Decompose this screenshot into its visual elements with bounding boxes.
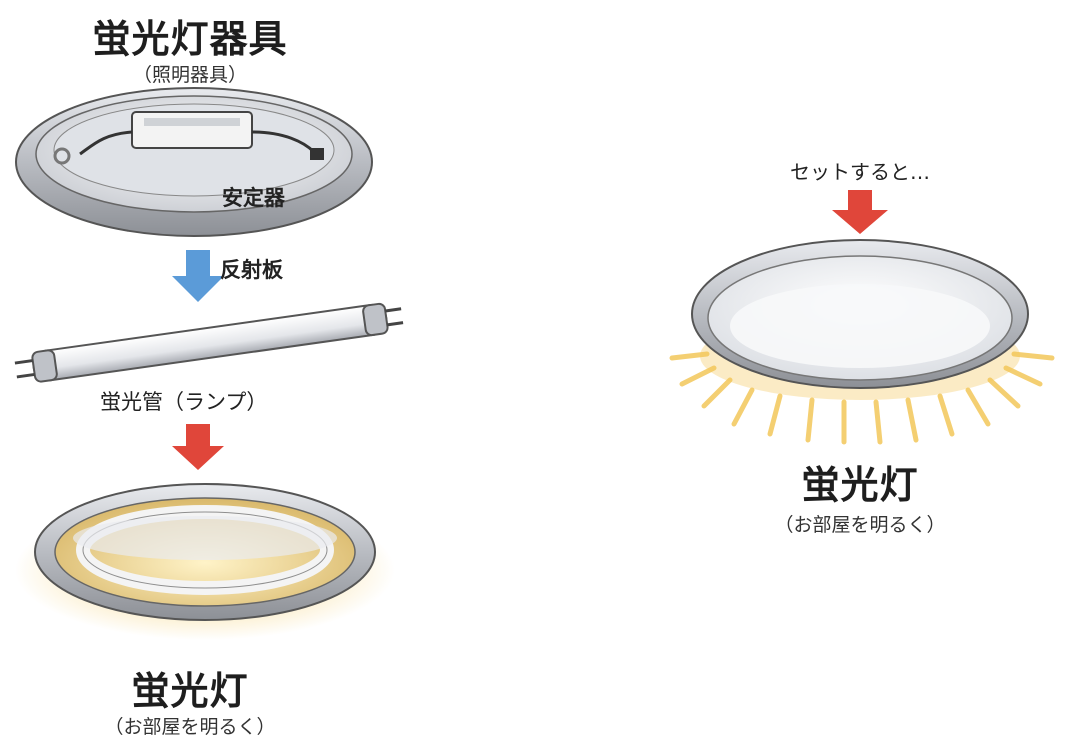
right-result-subtitle: （お部屋を明るく）	[774, 514, 946, 536]
fixture-title: 蛍光灯器具	[92, 17, 288, 61]
reflector-label: 反射板	[220, 258, 283, 282]
ceiling-light-illustration	[669, 239, 1055, 445]
down-arrow-icon	[172, 250, 224, 302]
lit-fixture-illustration	[15, 483, 395, 640]
tube-lamp-icon	[14, 302, 404, 383]
ballast-label: 安定器	[222, 186, 285, 210]
fixture-illustration	[15, 87, 373, 237]
right-result-title: 蛍光灯	[801, 463, 919, 507]
tube-label: 蛍光管（ランプ）	[100, 390, 268, 414]
left-result-title: 蛍光灯	[131, 669, 249, 713]
left-result-subtitle: （お部屋を明るく）	[104, 716, 276, 738]
ballast-icon	[79, 111, 324, 160]
set-text: セットすると…	[790, 160, 930, 184]
down-arrow-icon	[832, 190, 888, 234]
down-arrow-icon	[172, 424, 224, 470]
fixture-subtitle: （照明器具）	[132, 64, 247, 86]
